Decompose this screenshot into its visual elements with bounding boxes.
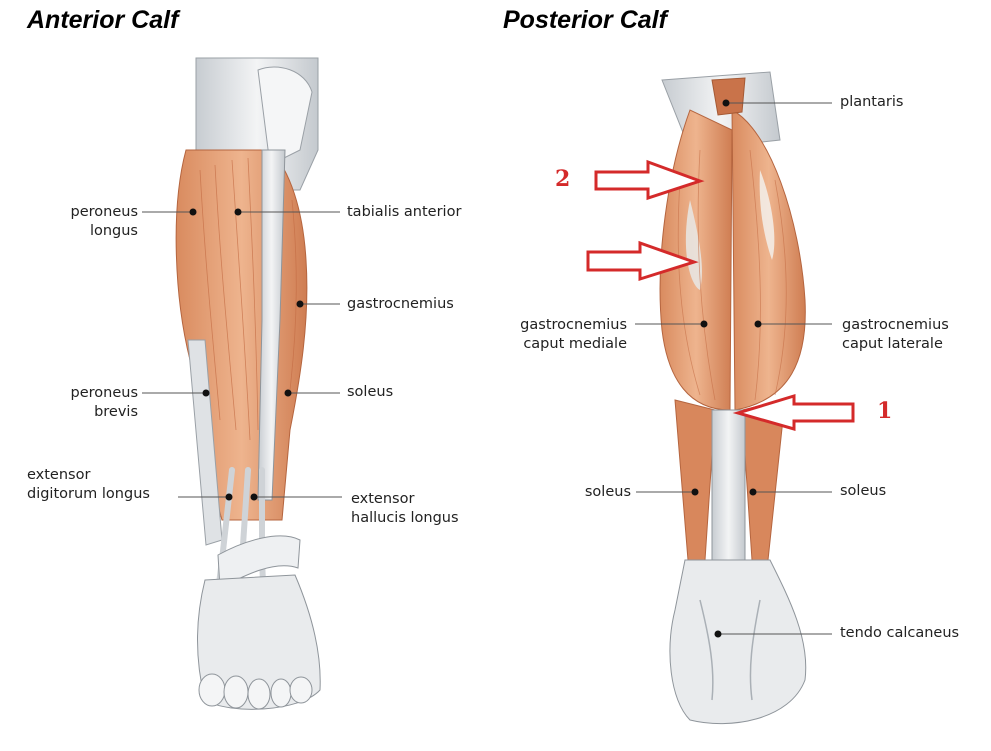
label-soleus-anterior: soleus bbox=[347, 384, 394, 400]
label-soleus-posterior-right: soleus bbox=[840, 483, 887, 499]
label-extensor-hallucis-longus: extensor hallucis longus bbox=[351, 491, 459, 526]
leader-lines bbox=[142, 102, 832, 635]
anterior-title: Anterior Calf bbox=[27, 6, 179, 34]
anterior-leg bbox=[175, 57, 321, 710]
anterior-foot bbox=[197, 574, 321, 710]
posterior-soleus-left bbox=[674, 399, 716, 561]
posterior-plantaris bbox=[711, 77, 746, 116]
label-gastrocnemius-caput-laterale: gastrocnemius caput laterale bbox=[842, 317, 949, 352]
posterior-leg bbox=[659, 71, 807, 725]
marker-1: 1 bbox=[877, 398, 893, 424]
posterior-heel bbox=[669, 559, 807, 725]
anterior-toes bbox=[198, 673, 313, 710]
label-peroneus-brevis: peroneus brevis bbox=[70, 385, 139, 420]
arrow-1 bbox=[732, 393, 855, 431]
posterior-title: Posterior Calf bbox=[503, 6, 667, 34]
label-gastrocnemius-caput-mediale: gastrocnemius caput mediale bbox=[520, 317, 627, 352]
anterior-muscle-mass bbox=[175, 149, 308, 521]
label-soleus-posterior-left: soleus bbox=[584, 484, 631, 500]
label-extensor-digitorum-longus: extensor digitorum longus bbox=[27, 467, 150, 502]
marker-2: 2 bbox=[555, 166, 571, 192]
label-tendo-calcaneus: tendo calcaneus bbox=[840, 625, 960, 641]
arrow-unlabeled bbox=[586, 240, 699, 282]
label-gastrocnemius-anterior: gastrocnemius bbox=[347, 296, 454, 312]
arrow-2 bbox=[594, 159, 705, 201]
anterior-patellar-tendon bbox=[257, 66, 313, 166]
label-tabialis-anterior: tabialis anterior bbox=[347, 204, 462, 220]
label-peroneus-longus: peroneus longus bbox=[70, 204, 139, 239]
posterior-gastrocnemius-lateral bbox=[731, 109, 806, 411]
leader-dots bbox=[189, 99, 762, 638]
anterior-tibia bbox=[257, 149, 286, 501]
label-plantaris: plantaris bbox=[840, 94, 904, 110]
